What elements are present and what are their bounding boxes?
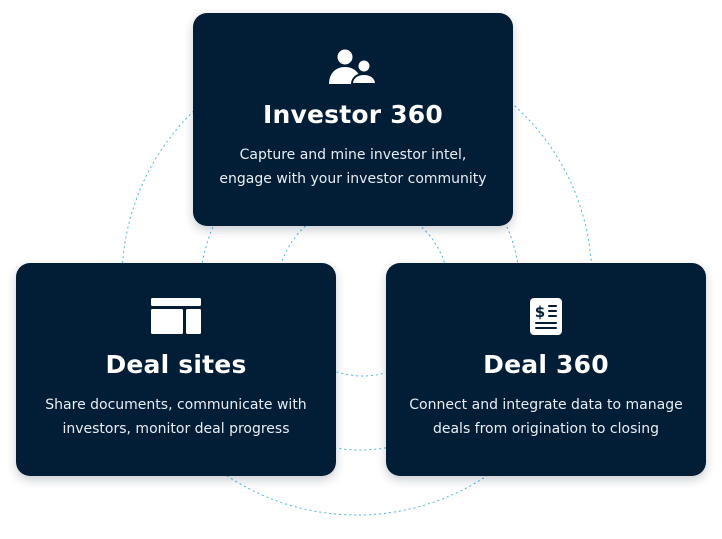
card-description-line: engage with your investor community (219, 171, 487, 187)
card-description: Share documents, communicate with invest… (30, 393, 322, 441)
svg-text:$: $ (535, 303, 545, 321)
card-title: Investor 360 (263, 100, 443, 129)
card-description: Connect and integrate data to manage dea… (400, 393, 692, 441)
layout-icon (151, 298, 201, 334)
card-description: Capture and mine investor intel, engage … (207, 143, 499, 191)
deal-sites-card[interactable]: Deal sites Share documents, communicate … (16, 263, 336, 476)
deal-360-card[interactable]: $ Deal 360 Connect and integrate data to… (386, 263, 706, 476)
card-description-line: Connect and integrate data to manage (409, 397, 683, 413)
investor-360-card[interactable]: Investor 360 Capture and mine investor i… (193, 13, 513, 226)
card-description-line: investors, monitor deal progress (62, 421, 290, 437)
card-description-line: Capture and mine investor intel, (239, 147, 467, 163)
card-title: Deal sites (105, 350, 247, 379)
users-icon (329, 49, 378, 85)
card-description-line: deals from origination to closing (432, 421, 660, 437)
dollar-document-icon: $ (530, 298, 562, 335)
card-description-line: Share documents, communicate with (45, 397, 307, 413)
card-title: Deal 360 (483, 350, 609, 379)
